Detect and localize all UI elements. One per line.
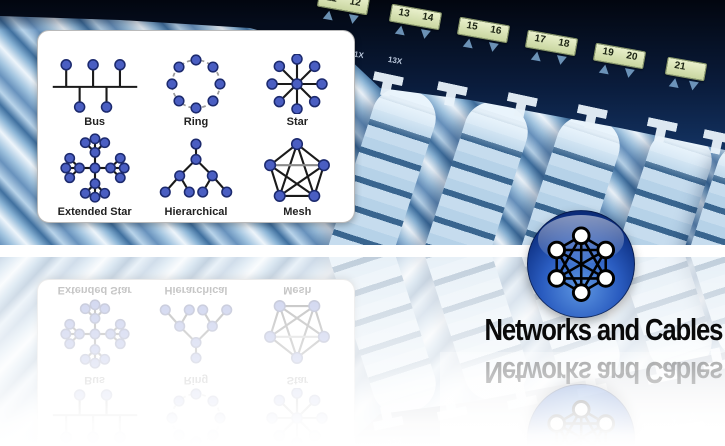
topology-label: Extended Star (57, 284, 132, 296)
port-arrows (524, 50, 574, 67)
star-diagram (266, 388, 329, 446)
port-arrows (316, 9, 366, 26)
arrow-up-icon (395, 24, 407, 36)
topology-label: Extended Star (57, 206, 132, 218)
brand: Networks and Cables (440, 205, 725, 350)
port-number: 11 (325, 0, 338, 7)
port-arrows (664, 77, 703, 92)
scene: 11 12 13 14 15 16 17 (0, 257, 725, 446)
bus-diagram (52, 389, 137, 444)
port-number: 17 (533, 33, 547, 46)
extended-star-diagram (60, 133, 130, 203)
port-number (697, 64, 699, 77)
port-number: 15 (465, 20, 479, 33)
brand-area: Networks and Cables (440, 205, 725, 350)
arrow-up-icon (668, 77, 680, 88)
topology-label: Mesh (283, 206, 312, 218)
switch-side-label: 13X (387, 54, 403, 67)
topology-extended-star: Extended Star (44, 284, 145, 375)
port-arrows (456, 37, 506, 54)
port-arrows (388, 24, 438, 41)
arrow-down-icon (555, 55, 567, 66)
network-badge (527, 384, 635, 446)
topology-label: Bus (84, 374, 106, 387)
brand: Networks and Cables (440, 352, 725, 446)
bus-diagram (52, 58, 137, 113)
topology-star: Star (247, 375, 348, 446)
topology-hierarchical: Hierarchical (145, 128, 246, 218)
port-number: 18 (557, 37, 571, 50)
topology-ring: Ring (145, 37, 246, 128)
topology-label: Star (286, 115, 309, 128)
topology-extended-star: Extended Star (44, 128, 145, 218)
port-number: 13 (397, 7, 411, 20)
arrow-up-icon (322, 9, 335, 21)
arrow-up-icon (531, 50, 543, 62)
port-label: 21 (664, 56, 708, 92)
port-label: 15 16 (456, 16, 511, 53)
mesh-network-icon (547, 226, 615, 302)
hierarchical-diagram (159, 304, 233, 364)
topology-label: Ring (183, 115, 209, 128)
topology-panel: Bus Ring (37, 30, 355, 223)
topology-mesh: Mesh (247, 128, 348, 218)
port-number: 20 (625, 50, 639, 63)
port-label: 11 12 (316, 0, 370, 25)
port-label: 13 14 (388, 3, 443, 40)
mesh-diagram (264, 300, 331, 364)
brand-reflection: Networks and Cables (440, 352, 725, 446)
topology-label: Ring (183, 374, 209, 387)
ring-diagram (166, 388, 226, 446)
port-number: 12 (348, 0, 362, 9)
port-number: 21 (673, 60, 687, 73)
port-label: 17 18 (524, 29, 579, 66)
topology-label: Bus (84, 115, 106, 128)
topology-bus: Bus (44, 375, 145, 446)
banner-title: Networks and Cables (484, 355, 722, 389)
topology-label: Hierarchical (164, 206, 228, 218)
topology-ring: Ring (145, 375, 246, 446)
mesh-network-icon (547, 400, 615, 446)
port-label: 19 20 (592, 42, 647, 79)
arrow-down-icon (623, 68, 635, 79)
topology-hierarchical: Hierarchical (145, 284, 246, 375)
switch-side-label: 13X (387, 435, 403, 446)
topology-label: Mesh (283, 284, 312, 296)
ring-diagram (166, 53, 226, 114)
scene: 11 12 13 14 15 16 17 (0, 0, 725, 245)
arrow-down-icon (419, 29, 431, 40)
extended-star-diagram (60, 299, 130, 369)
topology-panel: Bus Ring (37, 279, 355, 446)
photo-area: 11 12 13 14 15 16 17 (0, 0, 725, 245)
arrow-down-icon (687, 80, 699, 92)
arrow-down-icon (487, 42, 499, 53)
port-number: 19 (601, 46, 615, 59)
topology-bus: Bus (44, 37, 145, 128)
topology-star: Star (247, 37, 348, 128)
banner-title: Networks and Cables (484, 313, 723, 347)
network-badge (527, 210, 635, 318)
mesh-diagram (264, 138, 331, 202)
arrow-down-icon (346, 14, 359, 25)
port-number: 16 (489, 24, 503, 37)
topology-label: Star (286, 374, 309, 387)
topology-mesh: Mesh (247, 284, 348, 375)
arrow-up-icon (599, 63, 611, 75)
port-number: 14 (421, 11, 435, 24)
port-arrows (592, 63, 642, 80)
topology-label: Hierarchical (164, 284, 228, 296)
hierarchical-diagram (159, 138, 233, 198)
star-diagram (266, 53, 329, 114)
arrow-up-icon (463, 37, 475, 49)
